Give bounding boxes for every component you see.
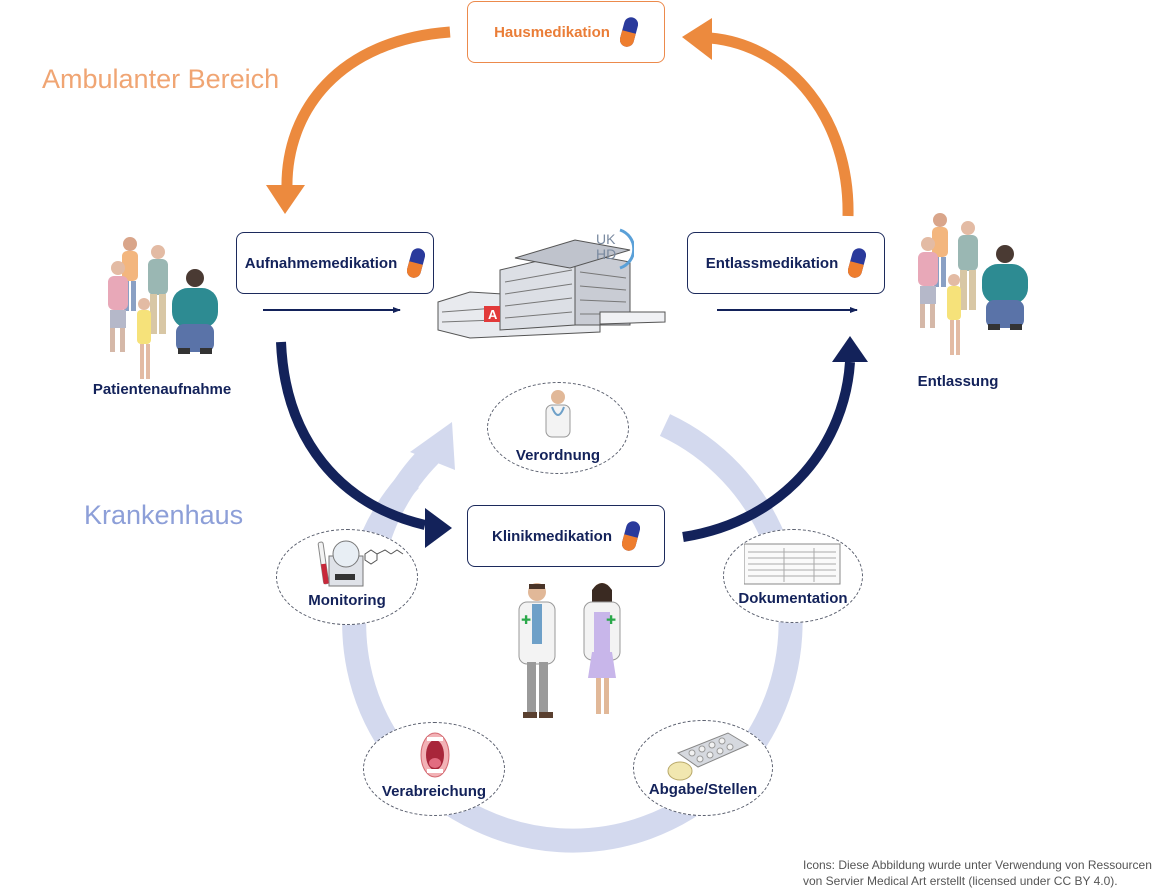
step-documentation: Dokumentation bbox=[723, 529, 863, 623]
step-label-administration: Verabreichung bbox=[381, 783, 487, 800]
place-label-discharge: Entlassung bbox=[917, 373, 999, 390]
arrow-admission-to-clinic bbox=[276, 341, 427, 530]
ukhd-logo: UK HD bbox=[596, 228, 636, 270]
step-label-dispensing: Abgabe/Stellen bbox=[648, 781, 758, 798]
home-medication-label: Hausmedikation bbox=[494, 23, 610, 41]
home-medication-box: Hausmedikation bbox=[467, 1, 665, 63]
doctor-icon: ✚ bbox=[518, 583, 556, 718]
cycle-arrowhead bbox=[410, 422, 455, 470]
pharmacist-icon: ✚ bbox=[583, 583, 621, 714]
discharge-medication-label: Entlassmedikation bbox=[705, 254, 839, 272]
patient-group-icon bbox=[918, 213, 1028, 355]
svg-text:✚: ✚ bbox=[606, 613, 616, 627]
document-icon bbox=[744, 543, 841, 585]
ukhd-logo-line2: HD bbox=[596, 246, 616, 262]
pill-icon bbox=[619, 17, 638, 47]
icon-credit-line2: von Servier Medical Art erstellt (licens… bbox=[803, 874, 1118, 888]
arrow-admission-to-clinic-head bbox=[425, 508, 452, 548]
arrow-discharge-to-home-head bbox=[682, 18, 712, 60]
icon-credit: Icons: Diese Abbildung wurde unter Verwe… bbox=[803, 857, 1152, 889]
arrow-home-to-admission-head bbox=[266, 185, 305, 214]
arrow-clinic-to-discharge-head bbox=[832, 336, 868, 362]
patient-group-icon bbox=[108, 237, 218, 379]
blister-pack-icon bbox=[667, 732, 750, 781]
region-label-outpatient: Ambulanter Bereich bbox=[42, 64, 280, 94]
icon-credit-line1: Icons: Diese Abbildung wurde unter Verwe… bbox=[803, 858, 1152, 872]
ukhd-logo-mark: UK HD bbox=[596, 228, 636, 270]
mouth-icon bbox=[420, 732, 450, 778]
step-prescription: Verordnung bbox=[487, 382, 629, 474]
step-monitoring: Monitoring bbox=[276, 529, 418, 625]
lab-analyzer-icon bbox=[317, 540, 404, 587]
pill-icon bbox=[848, 248, 867, 278]
step-administration: Verabreichung bbox=[363, 722, 505, 816]
place-label-admission: Patientenaufnahme bbox=[92, 381, 232, 398]
pill-icon bbox=[622, 521, 641, 551]
ukhd-logo-line1: UK bbox=[596, 231, 616, 247]
clinic-medication-label: Klinikmedikation bbox=[491, 527, 613, 545]
admission-medication-box: Aufnahmemedikation bbox=[236, 232, 434, 294]
svg-text:A: A bbox=[488, 307, 498, 322]
doctor-icon bbox=[545, 390, 571, 438]
region-label-hospital: Krankenhaus bbox=[84, 500, 244, 530]
admission-medication-label: Aufnahmemedikation bbox=[244, 254, 398, 272]
svg-text:✚: ✚ bbox=[521, 613, 531, 627]
step-dispensing: Abgabe/Stellen bbox=[633, 720, 773, 816]
arrow-clinic-to-discharge bbox=[682, 361, 855, 542]
step-label-prescription: Verordnung bbox=[515, 447, 601, 464]
step-label-documentation: Dokumentation bbox=[738, 590, 848, 607]
hospital-building-icon: A bbox=[437, 239, 666, 339]
pill-icon bbox=[407, 248, 426, 278]
step-label-monitoring: Monitoring bbox=[308, 592, 386, 609]
clinic-medication-box: Klinikmedikation bbox=[467, 505, 665, 567]
arrow-discharge-to-home bbox=[709, 32, 854, 217]
discharge-medication-box: Entlassmedikation bbox=[687, 232, 885, 294]
arrow-home-to-admission bbox=[281, 26, 451, 191]
